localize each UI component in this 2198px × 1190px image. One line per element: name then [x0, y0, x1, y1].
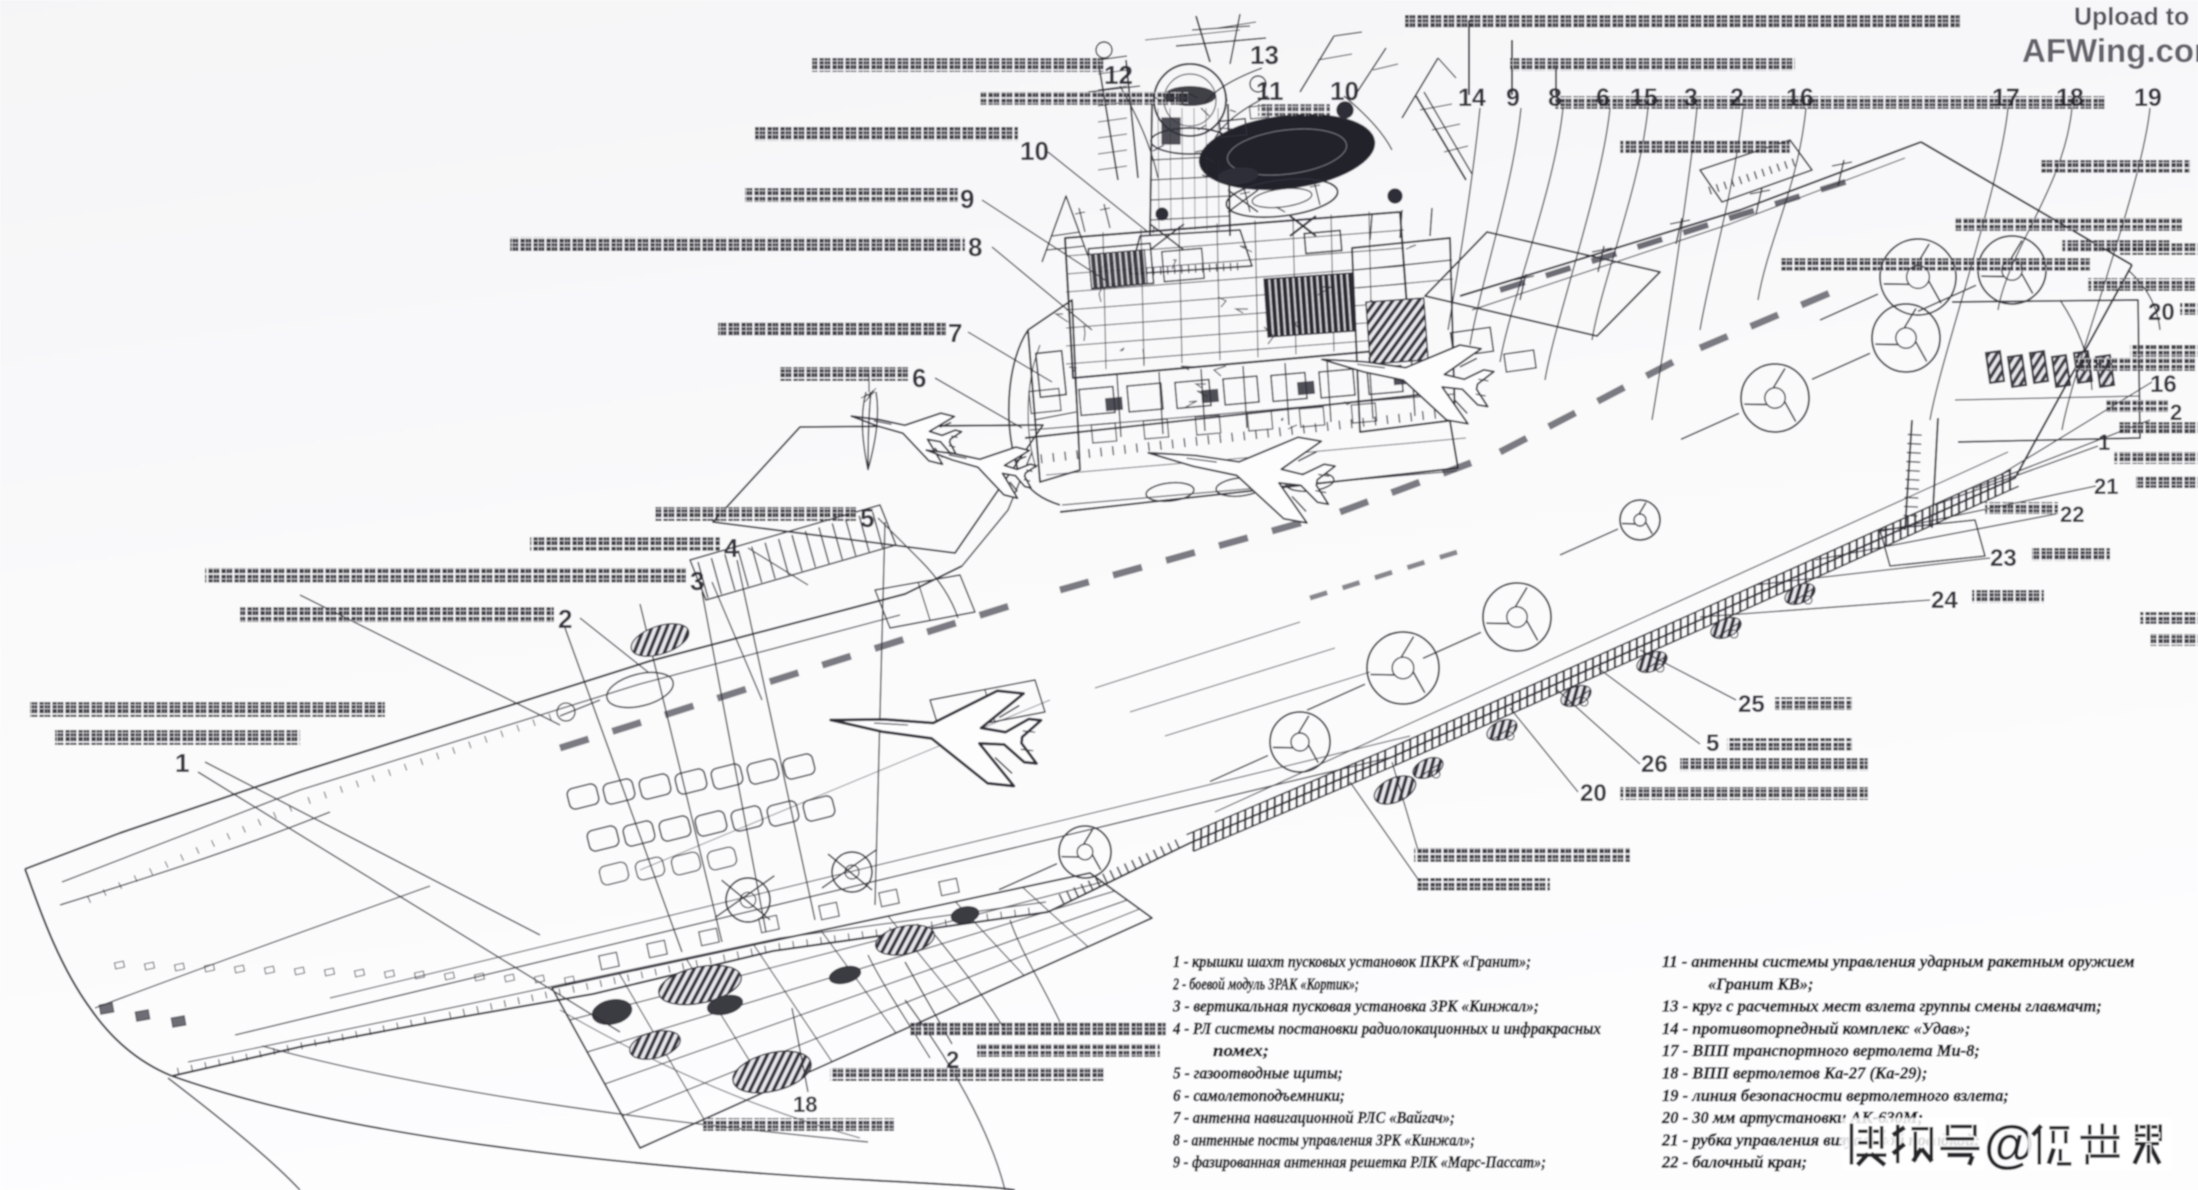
- svg-text:16: 16: [1786, 84, 1814, 112]
- svg-text:19 - линия безопасности вертол: 19 - линия безопасности вертолетного взл…: [1662, 1086, 2009, 1105]
- svg-text:21: 21: [2094, 474, 2118, 499]
- svg-text:15: 15: [1630, 84, 1658, 112]
- svg-text:17 - ВПП транспортного вертоле: 17 - ВПП транспортного вертолета Ми-8;: [1662, 1041, 1980, 1060]
- svg-text:11: 11: [1256, 76, 1284, 106]
- svg-text:23: 23: [1990, 545, 2017, 572]
- svg-text:26: 26: [1641, 751, 1668, 778]
- svg-text:8: 8: [968, 232, 982, 262]
- svg-text:2: 2: [2170, 400, 2182, 425]
- svg-text:11 - антенны системы управлени: 11 - антенны системы управления ударным …: [1662, 952, 2135, 971]
- svg-text:AFWing.com: AFWing.com: [2022, 32, 2198, 69]
- svg-text:19: 19: [2134, 84, 2162, 112]
- svg-text:помех;: помех;: [1213, 1041, 1269, 1060]
- svg-text:10: 10: [1020, 136, 1049, 166]
- svg-text:7 - антенна навигационной РЛС: 7 - антенна навигационной РЛС «Вайгач»;: [1173, 1108, 1455, 1127]
- svg-text:3: 3: [1684, 84, 1698, 112]
- svg-text:5: 5: [1706, 730, 1719, 757]
- svg-text:5 - газоотводные щиты;: 5 - газоотводные щиты;: [1173, 1064, 1343, 1083]
- svg-text:14 - противоторпедный комплекс: 14 - противоторпедный комплекс «Удав»;: [1662, 1019, 1971, 1038]
- svg-text:22: 22: [2060, 502, 2084, 527]
- svg-text:16: 16: [2150, 371, 2177, 398]
- svg-text:10: 10: [1330, 76, 1359, 106]
- svg-text:5: 5: [860, 503, 874, 533]
- svg-text:@: @: [1984, 1116, 2035, 1174]
- svg-text:«Гранит КВ»;: «Гранит КВ»;: [1708, 974, 1814, 993]
- svg-text:Upload to: Upload to: [2074, 3, 2189, 31]
- svg-text:9 - фазированная антенная реше: 9 - фазированная антенная решетка РЛК «М…: [1173, 1153, 1546, 1172]
- svg-text:17: 17: [1992, 84, 2020, 112]
- svg-text:18: 18: [2056, 84, 2084, 112]
- svg-text:4 - РЛ системы постановки ради: 4 - РЛ системы постановки радиолокационн…: [1172, 1019, 1601, 1038]
- svg-text:25: 25: [1738, 691, 1765, 718]
- svg-text:14: 14: [1458, 84, 1486, 112]
- svg-text:18 - ВПП вертолетов Ка-27 (Ка-: 18 - ВПП вертолетов Ка-27 (Ка-29);: [1662, 1064, 1927, 1083]
- svg-text:4: 4: [724, 533, 739, 563]
- svg-text:24: 24: [1931, 587, 1958, 614]
- svg-text:8: 8: [1548, 84, 1562, 112]
- svg-text:20: 20: [2148, 299, 2175, 326]
- svg-text:20: 20: [1580, 780, 1607, 807]
- svg-text:8 - антенные посты управления: 8 - антенные посты управления ЗРК «Кинжа…: [1173, 1130, 1475, 1149]
- svg-text:12: 12: [1104, 60, 1133, 90]
- svg-text:2: 2: [946, 1047, 959, 1074]
- svg-text:1 - крышки шахт пусковых устан: 1 - крышки шахт пусковых установок ПКРК …: [1173, 952, 1531, 971]
- svg-text:3: 3: [690, 566, 704, 596]
- svg-text:6 - самолетоподъемники;: 6 - самолетоподъемники;: [1173, 1086, 1345, 1105]
- svg-text:18: 18: [793, 1092, 817, 1117]
- svg-text:7: 7: [948, 318, 962, 348]
- svg-text:2: 2: [558, 604, 572, 634]
- svg-text:2: 2: [1730, 84, 1744, 112]
- svg-text:1: 1: [175, 748, 189, 778]
- svg-text:6: 6: [1596, 84, 1610, 112]
- svg-text:13: 13: [1250, 40, 1279, 70]
- svg-text:22 - балочный кран;: 22 - балочный кран;: [1661, 1153, 1807, 1172]
- svg-text:2 - боевой модуль ЗРАК «Кортик: 2 - боевой модуль ЗРАК «Кортик»;: [1172, 974, 1359, 993]
- svg-text:3 - вертикальная пусковая уста: 3 - вертикальная пусковая установка ЗРК …: [1172, 997, 1539, 1016]
- svg-text:1: 1: [2098, 430, 2110, 455]
- svg-text:13 - круг с расчетных мест взл: 13 - круг с расчетных мест взлета группы…: [1662, 997, 2102, 1016]
- svg-text:9: 9: [1506, 84, 1520, 112]
- svg-text:9: 9: [960, 184, 974, 214]
- svg-text:6: 6: [912, 363, 926, 393]
